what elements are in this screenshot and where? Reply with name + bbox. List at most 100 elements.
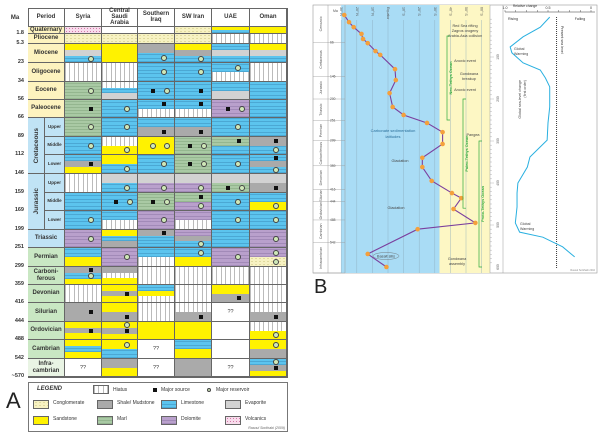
lithology-cell: [250, 340, 287, 359]
lithology-layer: [138, 183, 174, 192]
ma-label: 146: [14, 170, 24, 176]
lithology-cell: [102, 118, 138, 137]
major-reservoir-marker: [126, 198, 133, 205]
sea-level-curve: [509, 16, 575, 258]
legend-label: Volcanics: [245, 416, 267, 422]
lithology-layer: [102, 82, 137, 88]
legend-label: Evaporite: [245, 400, 267, 406]
lithology-layer: [65, 267, 101, 273]
lithology-layer: [175, 340, 211, 349]
legend-swatch: [225, 416, 241, 425]
lithology-cell: [175, 155, 212, 174]
ma-label: 416: [14, 299, 24, 305]
major-reservoir-marker: [160, 161, 167, 167]
lithology-cell: [250, 137, 287, 155]
lithology-layer: [212, 82, 249, 91]
lithology-layer: [250, 155, 286, 161]
lithology-cell: [175, 193, 212, 211]
lithology-layer: [102, 93, 137, 99]
lithology-cell: [175, 174, 212, 193]
major-reservoir-marker: [197, 69, 204, 75]
major-source-marker: [162, 230, 166, 235]
lithology-layer: [212, 34, 249, 43]
basalt-label: Basalt sills: [377, 255, 395, 259]
lithology-cell: [65, 267, 102, 285]
lithology-layer: [175, 257, 211, 266]
lithology-cell: [250, 359, 287, 377]
lithology-cell: [138, 155, 175, 174]
lithology-layer: [138, 230, 174, 236]
lithology-layer: [175, 201, 211, 210]
age-tick: 251: [330, 118, 336, 122]
major-reservoir-marker: [87, 235, 94, 242]
lithology-cell: [212, 267, 250, 285]
ma-label: 169: [14, 207, 24, 213]
lithology-layer: [250, 303, 286, 312]
major-source-marker: [89, 328, 93, 333]
lithology-cell: [102, 303, 138, 322]
lithology-layer: [212, 90, 249, 99]
major-source-marker: [199, 195, 203, 200]
lithology-cell: [250, 267, 287, 285]
ma-label: 251: [14, 244, 24, 250]
lithology-layer: [65, 118, 101, 136]
unknown-mark: ??: [152, 364, 160, 371]
warming-label: Global: [520, 222, 531, 226]
lithology-cell: [212, 27, 250, 34]
event-label: Gondwana: [460, 72, 479, 76]
lithology-layer: [175, 211, 211, 220]
lithology-layer: [138, 44, 174, 53]
lithology-layer: [65, 137, 101, 154]
latitude-tick: 60° S: [480, 7, 484, 16]
lithology-cell: [212, 118, 250, 137]
lithology-layer: [102, 248, 137, 266]
lithology-cell: [138, 230, 175, 248]
lithology-cell: [212, 63, 250, 82]
lithology-cell: [250, 211, 287, 230]
lithology-layer: [212, 100, 249, 117]
lithology-cell: [65, 303, 102, 322]
major-source-marker: [89, 162, 93, 166]
lithology-layer: [175, 82, 211, 99]
lithology-layer: [102, 290, 137, 297]
lithology-layer: [175, 285, 211, 302]
ma-label: 299: [14, 263, 24, 269]
lithology-cell: [212, 137, 250, 155]
major-reservoir-marker: [87, 217, 94, 223]
paleolatitude-point: [424, 120, 430, 126]
lithology-layer: [102, 349, 137, 358]
lithology-layer: [250, 82, 286, 99]
legend-title: LEGEND: [37, 386, 63, 392]
lithology-layer: [65, 34, 101, 43]
major-reservoir-marker: [200, 142, 207, 149]
right-age-tick: 600: [496, 264, 500, 270]
age-tick: 542: [330, 241, 336, 245]
age-tick: 488: [330, 218, 336, 222]
period-label: Lower: [45, 211, 65, 230]
event-label: Anoxic event: [454, 59, 477, 63]
lithology-cell: [212, 44, 250, 63]
lithology-layer: [65, 193, 101, 210]
glaciation-label: Glaciation: [388, 206, 405, 210]
legend-swatch: [33, 416, 49, 425]
period-label: Jurassic: [319, 81, 323, 94]
event-label: Anoxic event: [454, 88, 477, 92]
period-label: Permian: [28, 248, 65, 267]
lithology-layer: [102, 44, 137, 62]
region-header: UAE: [212, 8, 250, 27]
lithology-layer: [250, 267, 286, 284]
period-label: Paleocene: [28, 100, 65, 118]
lithology-layer: [102, 303, 137, 312]
lithology-layer: [138, 118, 174, 127]
lithology-layer: [250, 183, 286, 192]
lithology-layer: [212, 50, 249, 56]
curve-label: (first order): [523, 80, 527, 98]
latitude-tick: 50° S: [464, 7, 468, 16]
lithology-layer: [250, 100, 286, 117]
legend-label: Shale/ Mudstone: [117, 400, 155, 406]
major-source-marker: [150, 199, 155, 204]
lithology-layer: [175, 349, 211, 358]
period-label: Middle: [45, 137, 65, 155]
legend-swatch: [97, 400, 113, 409]
paleolatitude-point: [449, 190, 455, 196]
